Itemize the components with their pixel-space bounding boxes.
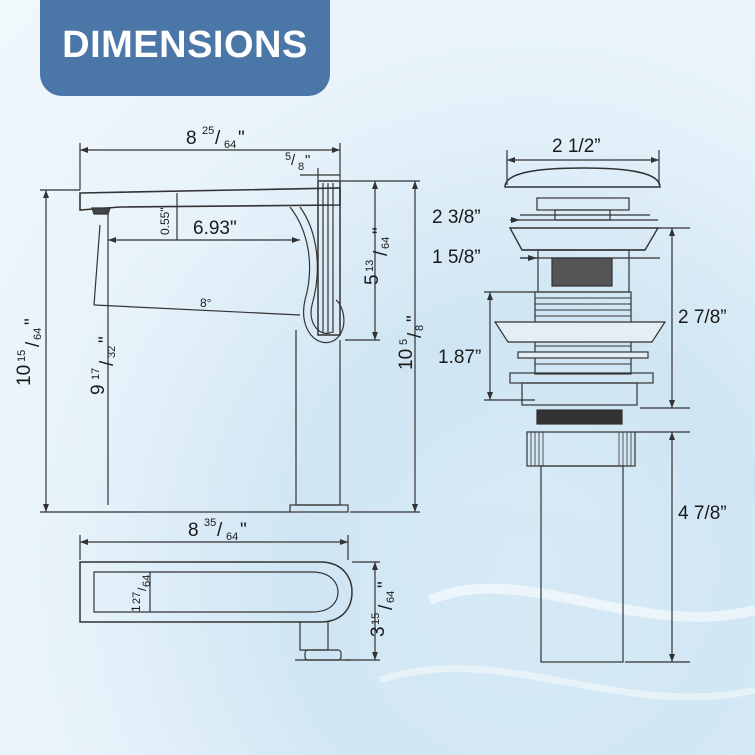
dim-base-depth-num: 15: [370, 612, 382, 625]
dim-handle-height-den: 64: [380, 236, 392, 249]
dim-handle-width-slash: /: [291, 152, 296, 169]
dim-spout-height-mark: ": [96, 336, 117, 343]
dim-handle-width-mark: ": [305, 152, 311, 169]
dim-reach: 6.93": [193, 218, 237, 239]
dim-total-height-num: 15: [16, 349, 28, 362]
dim-tail-length: 4 7/8”: [678, 503, 727, 524]
dim-base-depth-den: 64: [385, 590, 397, 603]
dim-base-depth-mark: ": [375, 581, 396, 588]
dim-top-length-num: 35: [204, 517, 217, 529]
dim-body-height-whole: 10: [396, 348, 417, 370]
dim-spout-width-whole: 1: [129, 605, 143, 612]
dim-body-height-den: 8: [414, 324, 426, 331]
dim-total-length-num: 25: [202, 125, 215, 137]
title-banner: [40, 0, 330, 96]
dim-spout-width-slash: /: [135, 587, 149, 591]
dim-handle-height-mark: ": [370, 227, 391, 234]
dim-body-height-slash: /: [405, 332, 426, 338]
dim-body-height-mark: ": [404, 315, 425, 322]
dim-cap-diameter: 2 1/2”: [552, 136, 601, 157]
dim-spout-width-num: 27: [131, 591, 143, 604]
dim-body-diameter: 1 5/8”: [432, 247, 481, 268]
dim-spout-height-den: 32: [106, 345, 118, 358]
dim-upper-length: 2 7/8”: [678, 307, 727, 328]
dim-total-length-mark: ": [238, 128, 245, 149]
dim-total-height-whole: 10: [14, 364, 35, 386]
drain-assembly: [484, 150, 690, 663]
dim-spout-width-den: 64: [141, 574, 153, 587]
dim-angle: 8°: [200, 296, 212, 310]
dim-thread-length: 1.87”: [438, 347, 482, 368]
dim-spout-drop: 0.55": [158, 207, 172, 235]
dim-total-height-slash: /: [23, 341, 44, 347]
dim-handle-width-num: 5: [285, 151, 292, 163]
dim-top-length-den: 64: [226, 531, 239, 543]
dim-spout-height-slash: /: [97, 360, 118, 366]
dim-handle-width-den: 8: [298, 161, 305, 173]
page-title: DIMENSIONS: [62, 24, 308, 66]
dim-spout-height-whole: 9: [88, 384, 109, 395]
dim-total-length-den: 64: [224, 139, 237, 151]
dim-total-height-den: 64: [32, 327, 44, 340]
dim-spout-height-num: 17: [90, 367, 102, 380]
faucet-side-view: [40, 143, 420, 513]
dim-flange-diameter: 2 3/8”: [432, 207, 481, 228]
dim-total-length-whole: 8: [186, 128, 197, 149]
dim-total-height-mark: ": [22, 318, 43, 325]
dim-total-length-slash: /: [215, 128, 221, 149]
dim-handle-height-slash: /: [371, 250, 392, 256]
dim-base-depth-slash: /: [376, 604, 397, 610]
dim-top-length-whole: 8: [188, 520, 199, 541]
dim-handle-height-num: 13: [364, 259, 376, 272]
dim-top-length-slash: /: [217, 520, 223, 541]
dim-base-depth-whole: 3: [368, 626, 389, 637]
dim-top-length-mark: ": [240, 520, 247, 541]
dim-handle-height-whole: 5: [362, 274, 383, 285]
dim-body-height-num: 5: [398, 338, 410, 345]
faucet-top-view: [79, 535, 380, 661]
